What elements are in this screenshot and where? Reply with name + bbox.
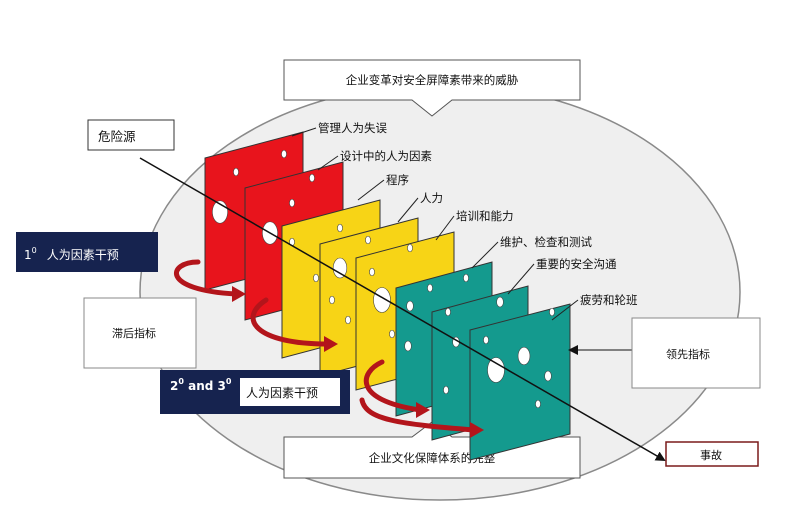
lagging-indicator-box: 滞后指标 (83, 297, 197, 369)
red-curved-arrow (174, 259, 239, 297)
plate-label-leader (471, 241, 499, 269)
plate-label: 维护、检查和测试 (500, 235, 592, 249)
plate-hole (233, 167, 239, 177)
red-arrow-head (324, 336, 338, 352)
plate-hole (329, 295, 335, 305)
plate-hole (407, 243, 413, 253)
plate-hole (463, 273, 469, 283)
leading-indicator-text: 领先指标 (666, 347, 710, 361)
plate-hole (337, 223, 343, 233)
barrier-plates (204, 131, 571, 461)
plate-label-leader (291, 127, 317, 137)
plate-hole (549, 307, 555, 317)
red-curved-arrow (363, 359, 423, 413)
plate-hole (373, 287, 391, 313)
secondary-intervention-text: 人为因素干预 (246, 386, 318, 400)
lagging-indicator-text: 滞后指标 (112, 326, 156, 340)
plate-label: 程序 (386, 173, 409, 187)
plate-hole (544, 370, 552, 382)
plate-hole (389, 329, 395, 339)
plate-hole (332, 257, 348, 279)
plate-label-leader (397, 197, 419, 223)
plate-hole (496, 296, 504, 308)
plate-label: 设计中的人为因素 (340, 149, 432, 163)
hazard-source-box: 危险源 (87, 119, 175, 151)
plate-label-leader (317, 155, 339, 171)
plate-hole (427, 283, 433, 293)
plate-label: 人力 (420, 191, 443, 205)
plate-hole (535, 399, 541, 409)
plate-hole (309, 173, 315, 183)
red-curved-arrow (250, 297, 331, 347)
plate-label: 管理人为失误 (318, 121, 387, 135)
leading-indicator-box: 领先指标 (568, 317, 761, 389)
plate-hole (406, 300, 414, 312)
plate-label-leader (357, 179, 385, 201)
red-curved-arrow (359, 397, 477, 433)
intervention-arrows (174, 259, 484, 438)
red-arrow-head (470, 422, 484, 438)
plate-label: 培训和能力 (456, 209, 514, 223)
plate-hole (369, 267, 375, 277)
barrier-plate (469, 303, 571, 461)
accident-box: 事故 (665, 441, 759, 467)
plate-label: 疲劳和轮班 (580, 293, 638, 307)
hazard-source-text: 危险源 (98, 129, 136, 144)
top-threat-callout: 企业变革对安全屏障素带来的威胁 (283, 59, 581, 117)
bottom-culture-text: 企业文化保障体系的完整 (369, 451, 496, 465)
plate-hole (404, 340, 412, 352)
secondary-intervention-prefix: 20 and 30 (170, 377, 232, 393)
plate-hole (281, 149, 287, 159)
plate-hole (289, 198, 295, 208)
red-arrow-head (232, 286, 246, 302)
plate-label-leader (507, 263, 535, 295)
plate-label-leader (435, 215, 455, 241)
secondary-intervention-box: 20 and 30 人为因素干预 (160, 370, 350, 414)
plate-hole (487, 357, 505, 383)
plate-hole (313, 273, 319, 283)
plate-hole (483, 335, 489, 345)
accident-trajectory-line (139, 157, 666, 461)
plate-hole (445, 307, 451, 317)
bottom-culture-callout: 企业文化保障体系的完整 (283, 421, 581, 479)
plate-label-leader (551, 299, 579, 321)
plate-label: 重要的安全沟通 (536, 257, 617, 271)
plate-hole (443, 385, 449, 395)
plate-hole (365, 235, 371, 245)
plate-hole (517, 346, 531, 366)
plate-labels: 管理人为失误设计中的人为因素程序人力培训和能力维护、检查和测试重要的安全沟通疲劳… (291, 121, 638, 321)
top-threat-text: 企业变革对安全屏障素带来的威胁 (346, 73, 519, 87)
plate-hole (345, 315, 351, 325)
red-arrow-head (416, 402, 430, 418)
accident-text: 事故 (700, 448, 722, 462)
